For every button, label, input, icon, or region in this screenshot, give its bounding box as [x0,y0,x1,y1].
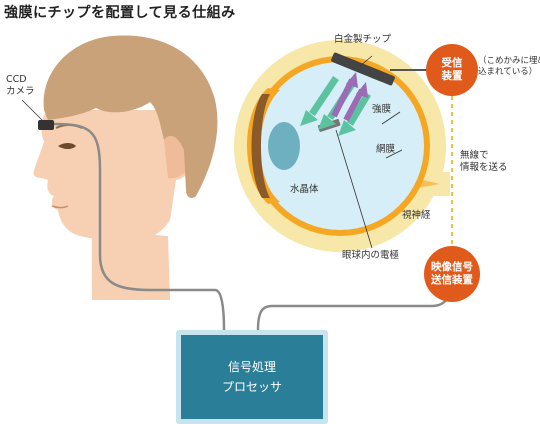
retina-label: 網膜 [376,144,396,155]
retina-leader [385,149,403,159]
receiver-note-line1: （こめかみに埋め [478,56,540,66]
wireless-line2: 情報を送る [460,162,508,173]
camera-label-line1: CCD [6,74,27,85]
processor-line1: 信号処理 [227,360,276,374]
sclera-label: 強膜 [372,104,392,115]
electrode-label: 眼球内の電極 [342,250,400,261]
optic-nerve-label: 視神経 [402,210,431,221]
electrode-leader [335,129,373,249]
transmitter-line1: 映像信号 [431,261,473,273]
transmitter-cable [256,281,454,331]
transmitter-line2: 送信装置 [431,274,473,286]
camera-cable [53,122,226,331]
sclera-leader [381,111,401,125]
receiver-note: （こめかみに埋め 込まれている） [478,56,540,78]
camera-label-line2: カメラ [6,86,35,97]
receiver-circle: 受信 装置 [426,44,478,96]
receiver-line2: 装置 [441,70,463,82]
camera-label: CCD カメラ [6,74,35,98]
transmitter-circle: 映像信号 送信装置 [424,246,480,302]
receiver-note-line2: 込まれている） [478,67,538,77]
signal-processor-box: 信号処理 プロセッサ [176,330,328,424]
ccd-camera [38,120,54,130]
page-title: 強膜にチップを配置して見る仕組み [4,5,236,21]
lens-label: 水晶体 [290,184,319,195]
receiver-line1: 受信 [441,57,463,69]
chip-label: 白金製チップ [334,34,392,45]
wireless-label: 無線で 情報を送る [460,150,508,174]
camera-leader [21,99,45,123]
eye-cross-section [234,40,450,252]
chip-leader [359,55,373,67]
head-illustration [33,35,218,300]
processor-line2: プロセッサ [221,380,282,394]
wireless-line1: 無線で [460,150,489,161]
